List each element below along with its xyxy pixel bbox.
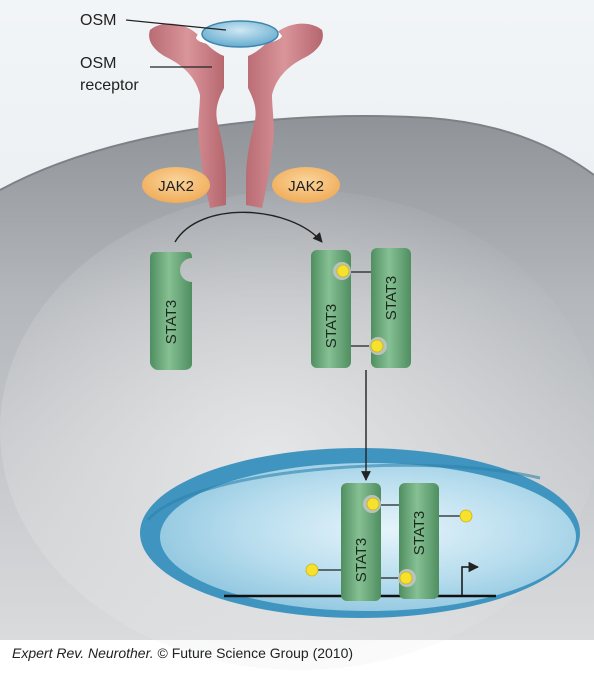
credit-journal: Expert Rev. Neurother. — [12, 645, 154, 661]
receptor-label-line1: OSM — [80, 55, 116, 72]
stat3-dimer-b-label: STAT3 — [383, 276, 400, 320]
phosphate-group — [459, 509, 473, 523]
osm-ligand — [201, 20, 279, 48]
phosphate-group — [305, 563, 319, 577]
osm-receptor-right — [246, 23, 323, 209]
phosphate-group — [336, 264, 350, 278]
stat3-dimer-a-label: STAT3 — [323, 304, 340, 348]
jak2-right-label: JAK2 — [288, 178, 324, 195]
osm-receptor-left — [149, 23, 226, 209]
activation-arrow — [174, 211, 323, 243]
phosphate-group — [399, 571, 413, 585]
cell-membrane — [0, 115, 594, 191]
figure-credit: Expert Rev. Neurother. © Future Science … — [12, 645, 353, 661]
osm-leader-line — [125, 19, 227, 31]
jak2-left-label: JAK2 — [158, 178, 194, 195]
credit-copyright: © Future Science Group (2010) — [153, 645, 354, 661]
stat3-monomer — [150, 252, 192, 370]
jak2-left — [142, 167, 210, 203]
stat3-nuclear-b-label: STAT3 — [411, 511, 428, 555]
phosphate-group — [366, 497, 380, 511]
nucleus-rim-shadow — [146, 463, 541, 521]
stat3-monomer-label: STAT3 — [163, 300, 180, 344]
phosphate-group — [370, 339, 384, 353]
jak2-right — [272, 167, 340, 203]
stat3-nuclear-a-label: STAT3 — [353, 538, 370, 582]
osm-label: OSM — [80, 12, 116, 29]
receptor-label-line2: receptor — [80, 77, 139, 94]
transcription-start-arrow — [461, 561, 480, 596]
